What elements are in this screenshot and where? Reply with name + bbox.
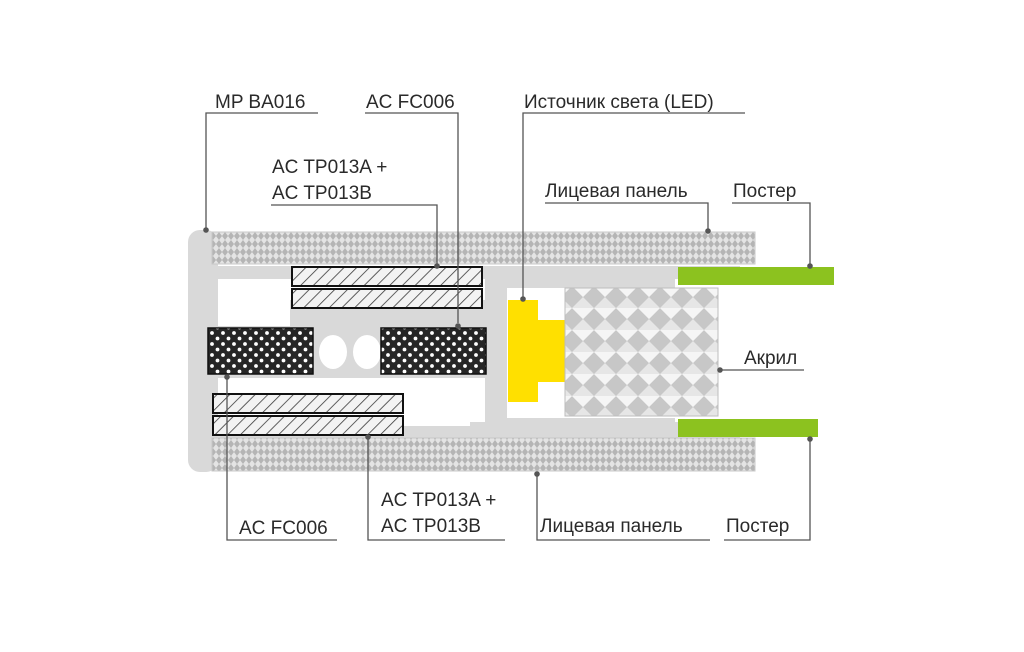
profile-channel-left xyxy=(319,335,347,369)
poster-bottom xyxy=(678,419,818,437)
label-poster-bottom: Постер xyxy=(726,516,789,537)
face-panel-top xyxy=(211,231,756,265)
label-ac-fc006-top: AC FC006 xyxy=(366,92,455,113)
label-ac-tp013-bottom-1: AC TP013A + xyxy=(381,490,496,511)
acrylic-block xyxy=(564,287,719,417)
label-face-panel-top: Лицевая панель xyxy=(545,181,688,202)
label-light-source: Источник света (LED) xyxy=(524,92,714,113)
label-acrylic: Акрил xyxy=(744,348,797,369)
tape-bottom xyxy=(212,393,404,436)
label-ac-tp013-top-2: AC TP013B xyxy=(272,183,372,204)
poster-top xyxy=(678,267,834,285)
label-ac-tp013-top-1: AC TP013A + xyxy=(272,157,387,178)
tape-top xyxy=(291,266,483,309)
leader-lines xyxy=(205,112,811,541)
led-source xyxy=(508,300,566,402)
profile-channel-right xyxy=(353,335,381,369)
leader-endpoints xyxy=(203,227,813,477)
label-mp-ba016: MP BA016 xyxy=(215,92,305,113)
foam-block-left xyxy=(207,327,314,375)
label-ac-fc006-bottom: AC FC006 xyxy=(239,518,328,539)
foam-block-right xyxy=(380,327,487,375)
label-poster-top: Постер xyxy=(733,181,796,202)
face-panel-bottom xyxy=(211,437,756,472)
label-ac-tp013-bottom-2: AC TP013B xyxy=(381,516,481,537)
label-face-panel-bottom: Лицевая панель xyxy=(540,516,683,537)
